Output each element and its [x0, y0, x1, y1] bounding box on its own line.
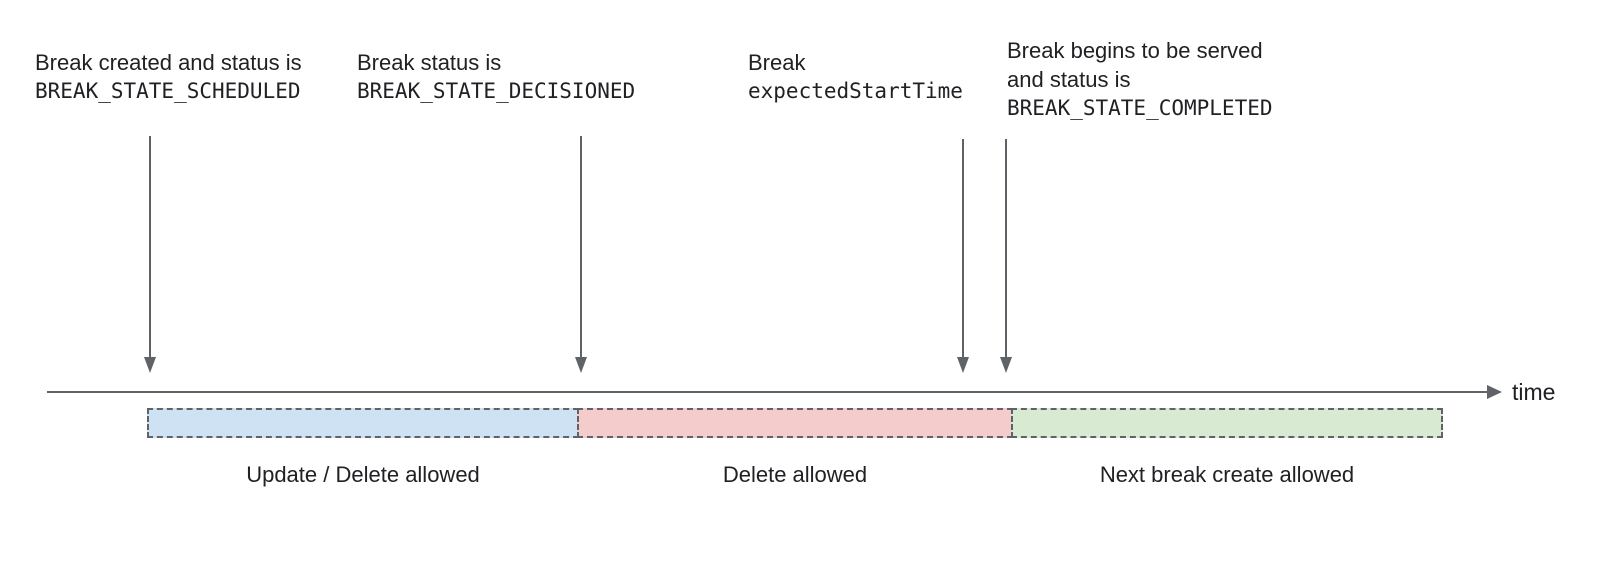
segment-label-delete: Delete allowed: [722, 462, 868, 487]
annotation-text: Break created and status is: [35, 50, 302, 75]
annotation-text: Break: [748, 50, 806, 75]
event-arrow-expected-start: [957, 139, 969, 373]
time-axis-line: [47, 391, 1489, 393]
annotation-code-text: BREAK_STATE_DECISIONED: [357, 79, 636, 103]
arrowhead-down-icon: [144, 357, 156, 373]
segment-label-next-break-create: Next break create allowed: [1099, 462, 1355, 487]
arrow-shaft: [1005, 139, 1007, 359]
annotation-expected-start-time: Break expectedStartTime: [748, 48, 963, 106]
annotation-code-text: BREAK_STATE_COMPLETED: [1007, 96, 1273, 120]
segment-label-update-delete: Update / Delete allowed: [246, 462, 480, 487]
arrowhead-right-icon: [1487, 385, 1502, 399]
annotation-text: Break begins to be served: [1007, 38, 1263, 63]
annotation-text: and status is: [1007, 67, 1131, 92]
event-arrow-scheduled: [144, 136, 156, 373]
annotation-text: Break status is: [357, 50, 502, 75]
annotation-break-scheduled: Break created and status is BREAK_STATE_…: [35, 48, 302, 106]
arrowhead-down-icon: [1000, 357, 1012, 373]
annotation-code-text: BREAK_STATE_SCHEDULED: [35, 79, 301, 103]
annotation-break-completed: Break begins to be served and status is …: [1007, 36, 1273, 123]
segment-delete-allowed: [577, 408, 1013, 438]
annotation-code-text: expectedStartTime: [748, 79, 963, 103]
arrow-shaft: [149, 136, 151, 359]
time-axis-label: time: [1512, 379, 1556, 405]
segment-next-break-create-allowed: [1011, 408, 1443, 438]
event-arrow-decisioned: [575, 136, 587, 373]
arrowhead-down-icon: [575, 357, 587, 373]
event-arrow-completed: [1000, 139, 1012, 373]
annotation-break-decisioned: Break status is BREAK_STATE_DECISIONED: [357, 48, 635, 106]
segment-update-delete-allowed: [147, 408, 579, 438]
arrowhead-down-icon: [957, 357, 969, 373]
arrow-shaft: [580, 136, 582, 359]
arrow-shaft: [962, 139, 964, 359]
